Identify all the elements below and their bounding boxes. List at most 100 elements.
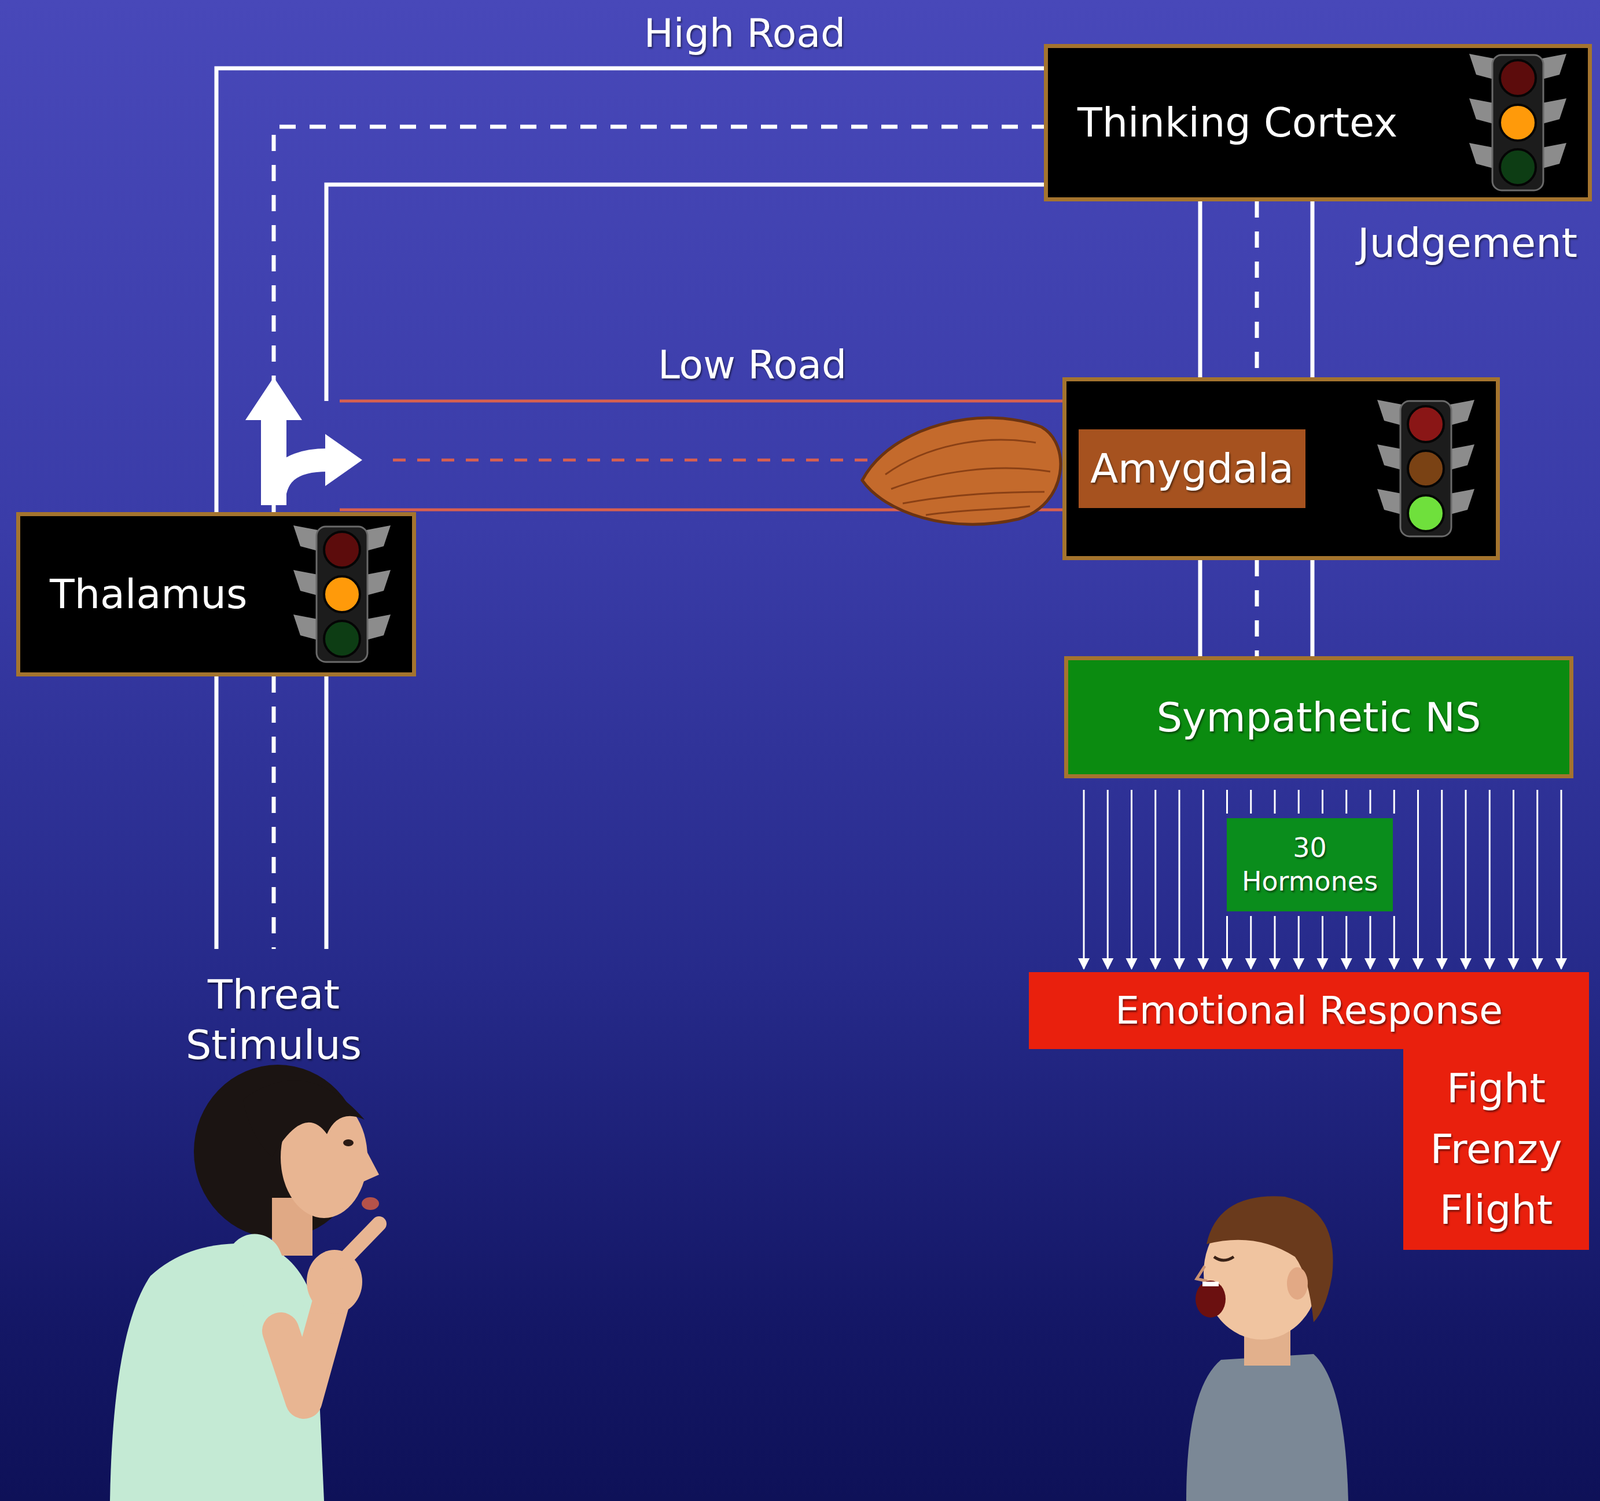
road-center-dash [271, 676, 277, 950]
hormone-arrow [1297, 916, 1300, 969]
light-housing [1492, 54, 1544, 191]
light-visor [1450, 399, 1475, 426]
nose [362, 1142, 380, 1182]
hormone-arrow [1393, 789, 1396, 814]
road-line [1310, 560, 1315, 657]
hormone-arrow [1345, 789, 1348, 814]
light-visor [1542, 98, 1567, 124]
light-lamp [324, 531, 360, 568]
connector [1083, 789, 1562, 969]
hormone-arrow [1369, 916, 1372, 969]
light-visor [1450, 488, 1475, 515]
turn-arrow-icon [245, 377, 363, 506]
hormone-arrow [1202, 789, 1205, 969]
hormone-arrow [1297, 789, 1300, 814]
hormone-arrow [1536, 789, 1539, 969]
hormone-arrow [1345, 916, 1348, 969]
traffic-light [291, 525, 393, 664]
label-patch: Amygdala [1078, 429, 1306, 509]
light-visor [293, 569, 318, 596]
road-label: High Road [644, 9, 847, 58]
light-visor [1469, 98, 1494, 124]
almond-texture [925, 506, 1031, 516]
light-visor [366, 614, 391, 640]
thalamus-box: Thalamus [16, 512, 417, 677]
almond-texture [891, 468, 1051, 489]
road-line [1198, 560, 1203, 657]
light-visor [293, 525, 318, 551]
hormone-arrow [1178, 789, 1181, 969]
light-visor [1377, 488, 1402, 515]
hormone-arrow [1393, 916, 1396, 969]
road-line [1198, 201, 1203, 378]
light-lamp [1499, 60, 1536, 97]
light-lamp [1499, 104, 1536, 141]
cortex-box: Thinking Cortex [1043, 43, 1592, 202]
nose [1196, 1266, 1208, 1282]
box-label: Emotional Response [1115, 987, 1503, 1034]
box-label: Sympathetic NS [1156, 693, 1482, 742]
hormone-arrow [1274, 916, 1276, 969]
arm [280, 1296, 333, 1401]
ear [1286, 1267, 1308, 1300]
hormone-arrow [1130, 789, 1133, 969]
arrow-head [325, 433, 363, 487]
light-lamp [324, 620, 360, 657]
hormone-arrow [1226, 916, 1228, 969]
low-road-line [339, 399, 1063, 403]
road-below-thalamus [216, 676, 327, 950]
box-label: 30 Hormones [1241, 831, 1378, 899]
closed-eye [1214, 1256, 1234, 1261]
hormone-arrow [1249, 789, 1252, 814]
hormone-arrow [1226, 789, 1228, 814]
light-lamp [1407, 495, 1444, 532]
light-visor [1542, 53, 1567, 80]
traffic-light [1466, 53, 1569, 192]
almond [862, 417, 1061, 525]
box-label: Fight Frenzy Flight [1429, 1058, 1562, 1241]
finger [342, 1223, 380, 1262]
lips [361, 1197, 380, 1210]
hormone-arrow [1440, 789, 1443, 969]
shirt [1186, 1354, 1349, 1501]
road-center-dash [1255, 201, 1260, 378]
light-housing [1400, 401, 1452, 537]
hormone-arrow [1560, 789, 1563, 969]
light-visor [1450, 444, 1475, 470]
arrow-head [245, 377, 303, 421]
hormone-arrow [1083, 789, 1085, 969]
hair [1206, 1196, 1334, 1323]
response-box: Emotional Response [1028, 972, 1590, 1050]
road-line [1310, 201, 1315, 378]
boy-figure [1186, 1196, 1349, 1501]
almond-texture [885, 439, 1036, 475]
almond-texture [902, 491, 1045, 504]
road-label: Judgement [1357, 218, 1578, 268]
light-visor [1469, 142, 1494, 169]
low-road-dash [392, 458, 872, 462]
woman-figure [109, 1064, 380, 1501]
eye [343, 1139, 354, 1147]
nervous-system-box: Sympathetic NS [1064, 656, 1574, 779]
hormone-arrow [1465, 789, 1467, 969]
light-visor [1469, 53, 1494, 80]
open-mouth [1195, 1280, 1226, 1318]
light-lamp [1407, 406, 1444, 443]
road-label: Low Road [657, 341, 847, 389]
box-label: Thinking Cortex [1077, 98, 1398, 147]
bangs [243, 1080, 365, 1158]
light-visor [293, 614, 318, 640]
road-line [326, 184, 1044, 402]
hormone-arrow [1512, 789, 1515, 969]
hormone-arrow [1154, 789, 1157, 969]
light-lamp [1499, 149, 1536, 186]
hormone-arrow [1321, 789, 1324, 814]
box-label: Thalamus [49, 569, 248, 619]
teeth [1202, 1281, 1219, 1287]
amygdala-box: Amygdala [1062, 377, 1500, 561]
light-visor [1542, 142, 1567, 169]
almond-icon [862, 417, 1061, 525]
hormone-arrow [1249, 916, 1252, 969]
light-visor [366, 569, 391, 596]
